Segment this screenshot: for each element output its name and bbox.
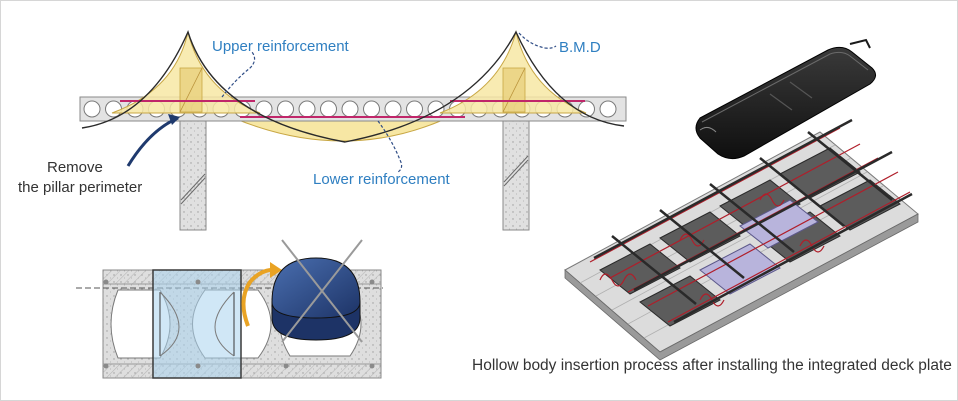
slab-void [255, 100, 273, 118]
label-bmd: B.M.D [559, 39, 601, 56]
rotate-arrow-icon [241, 262, 282, 327]
caption: Hollow body insertion process after inst… [472, 357, 952, 374]
hollow-body-grid [589, 118, 913, 327]
slab-void [298, 100, 316, 118]
curved-arrow-icon [126, 114, 180, 167]
label-upper-reinforcement: Upper reinforcement [212, 38, 350, 55]
slab-void [599, 100, 617, 118]
label-lower-reinforcement: Lower reinforcement [313, 171, 451, 188]
slab-void [363, 100, 380, 118]
removed-zone-band [152, 269, 242, 379]
label-remove-line1: Remove [47, 159, 103, 176]
slab-void [105, 100, 122, 118]
column-left-fill [180, 118, 206, 230]
bmd-curve [81, 30, 625, 143]
slab-void [320, 100, 337, 118]
hollow-section-diagram [76, 239, 383, 379]
cross-mark-icon [281, 239, 363, 343]
floating-hollow-body [695, 38, 876, 160]
deck-plate-illustration: Hollow body insertion process after inst… [472, 38, 952, 374]
label-remove-line2: the pillar perimeter [18, 179, 142, 196]
column-right-fill [503, 118, 529, 230]
slab-void [406, 100, 423, 118]
slab-void [83, 100, 101, 118]
slab-void [341, 100, 359, 118]
slab-void [384, 100, 402, 118]
slab-void [277, 100, 294, 118]
slab-bmd-diagram: Upper reinforcement B.M.D Lower reinforc… [18, 30, 627, 231]
